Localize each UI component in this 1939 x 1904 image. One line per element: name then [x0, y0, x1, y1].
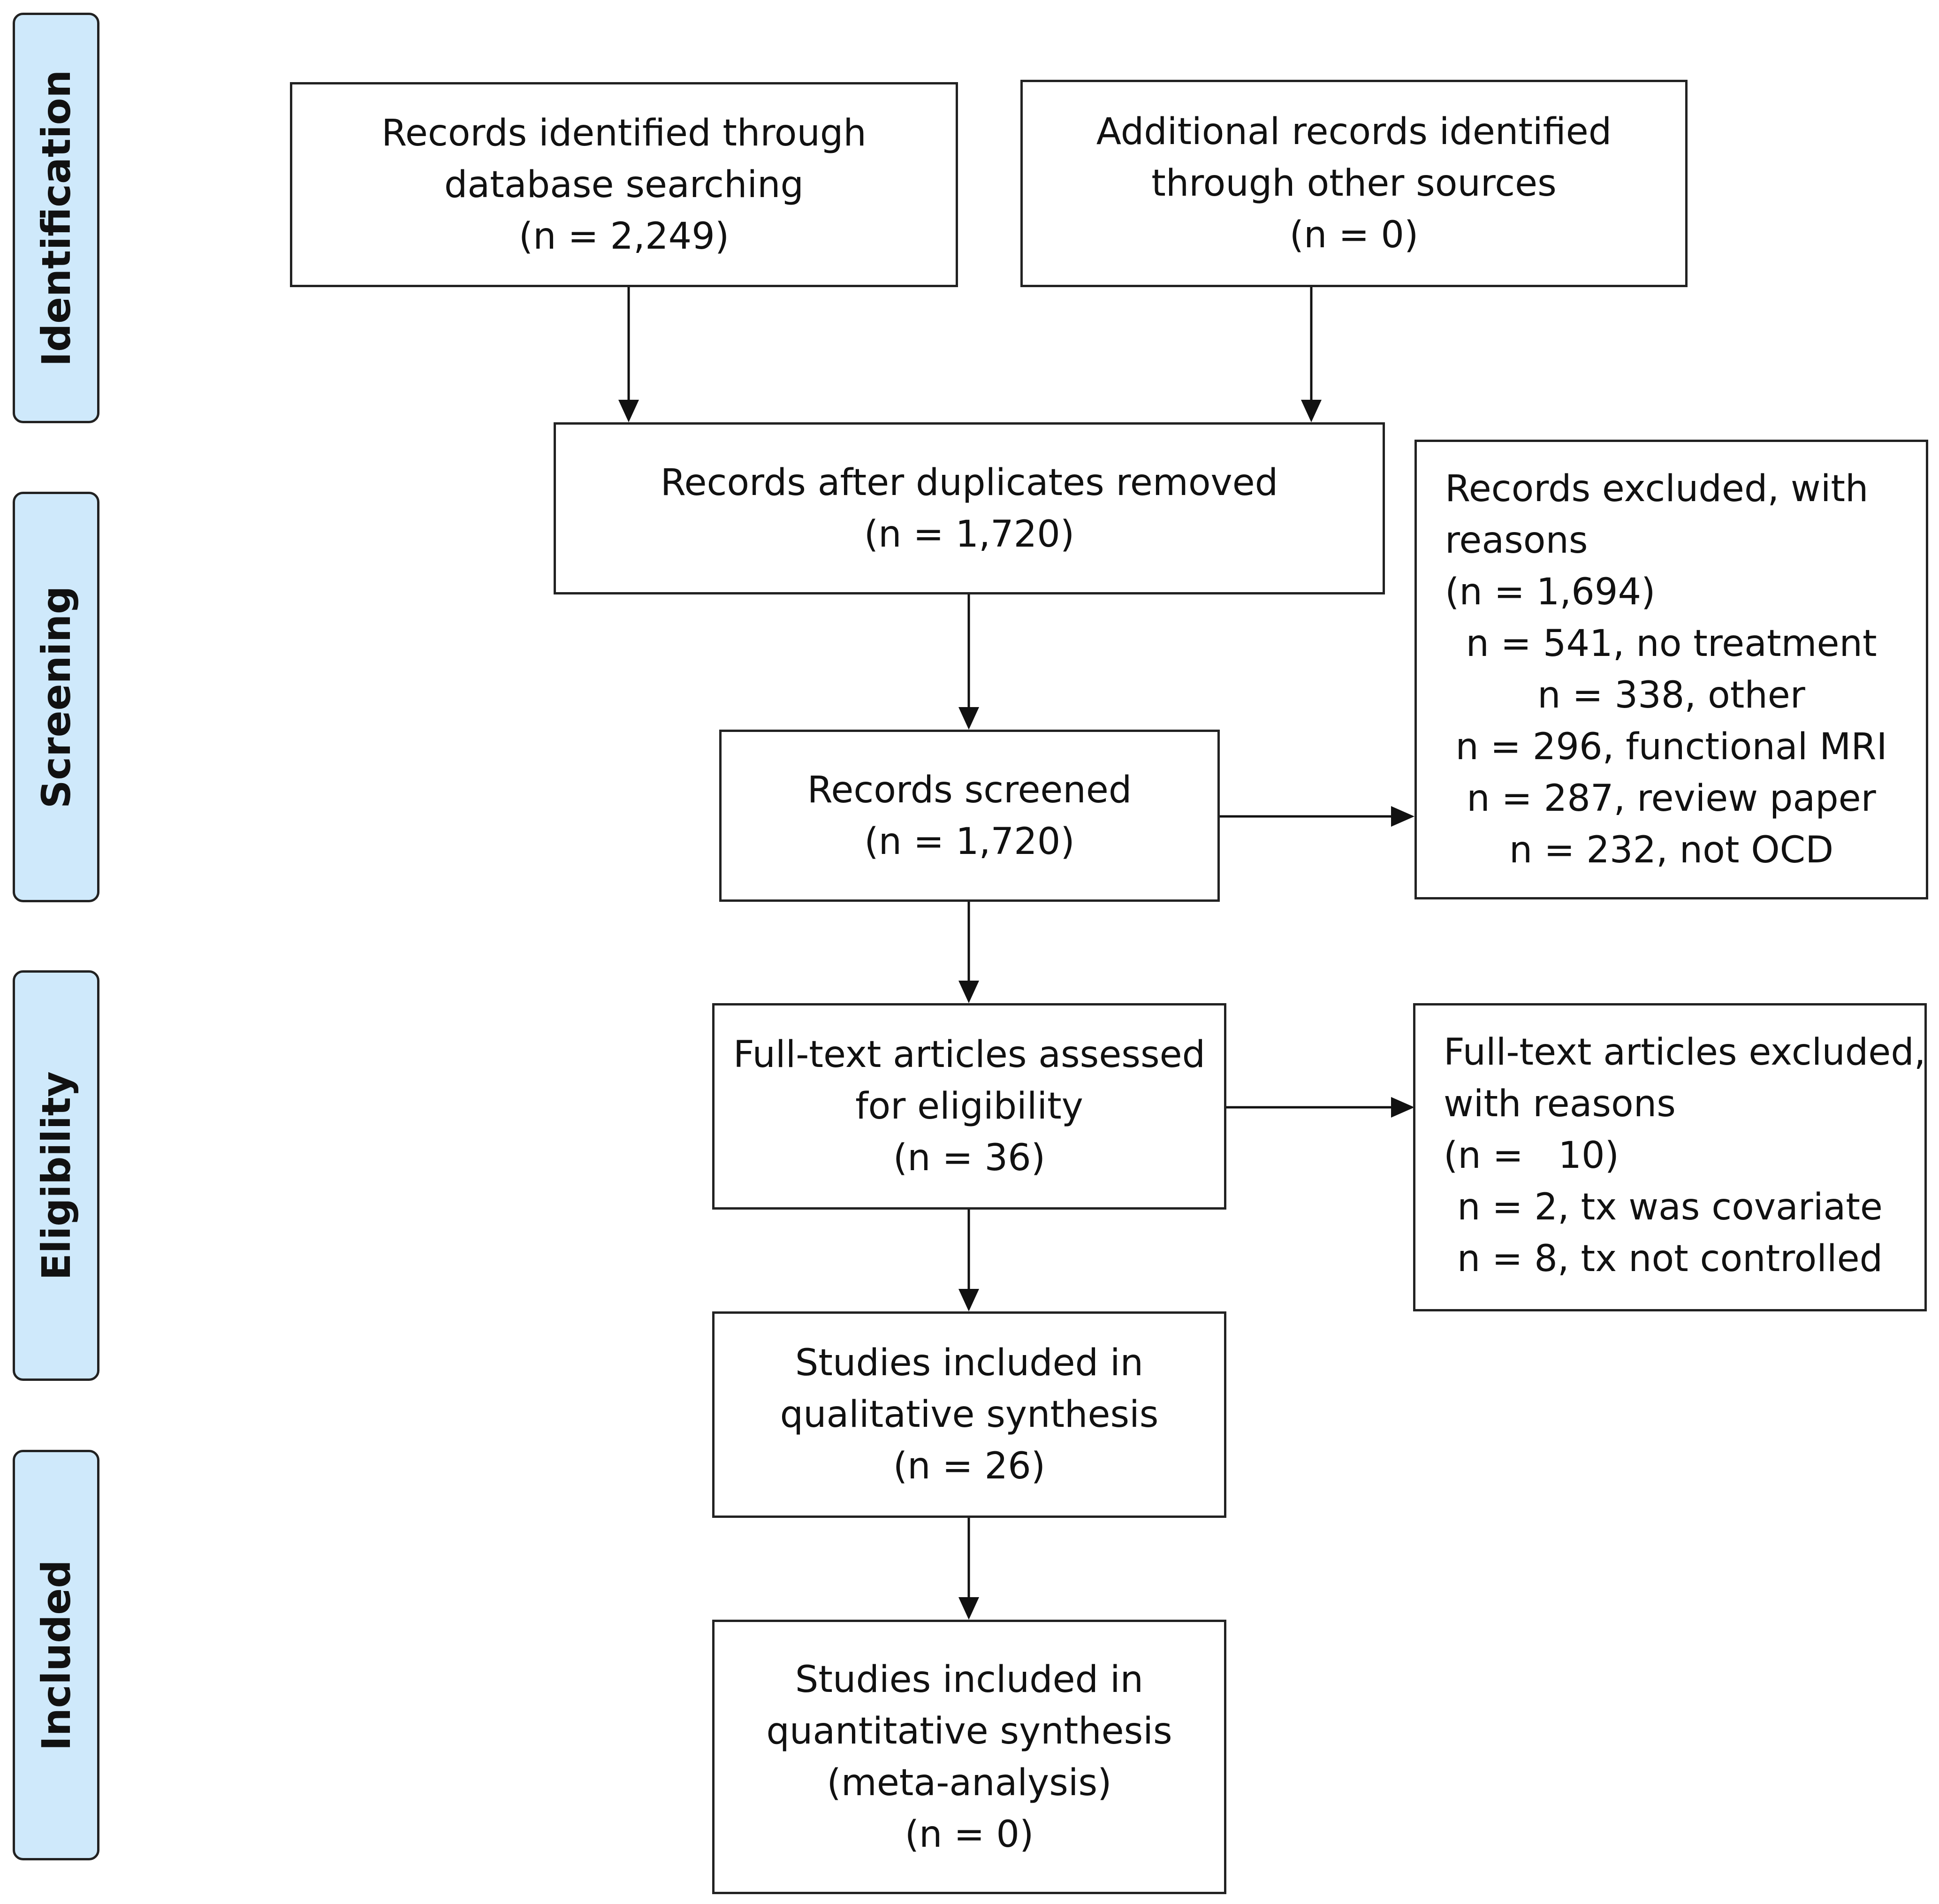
excluded-reason: n = 338, other [1537, 674, 1805, 716]
quantitative-line-2: quantitative synthesis [766, 1710, 1172, 1752]
box-fulltext-excluded: Full-text articles excluded, with reason… [1413, 1003, 1927, 1311]
phase-included: Included [13, 1450, 99, 1860]
fulltext-line-1: Full-text articles assessed [733, 1034, 1206, 1076]
fulltext-line-2: for eligibility [855, 1085, 1083, 1127]
box-records-screened: Records screened (n = 1,720) [719, 730, 1220, 902]
excluded-header-2: reasons [1445, 519, 1588, 562]
excluded-reason: n = 232, not OCD [1509, 829, 1834, 871]
fulltext-excluded-reason: n = 2, tx was covariate [1457, 1186, 1883, 1228]
quantitative-line-3: (meta-analysis) [827, 1761, 1112, 1804]
phase-identification: Identification [13, 13, 99, 423]
records-screened-count: (n = 1,720) [864, 820, 1075, 863]
excluded-reason: n = 541, no treatment [1466, 623, 1877, 665]
box-records-excluded: Records excluded, with reasons (n = 1,69… [1414, 440, 1928, 899]
after-duplicates-count: (n = 1,720) [864, 513, 1075, 556]
records-screened-line-1: Records screened [807, 769, 1132, 811]
qualitative-line-1: Studies included in [795, 1342, 1144, 1384]
box-fulltext-assessed: Full-text articles assessed for eligibil… [712, 1003, 1226, 1210]
box-database-search: Records identified through database sear… [290, 82, 958, 287]
phase-screening: Screening [13, 492, 99, 902]
fulltext-count: (n = 36) [893, 1137, 1046, 1179]
after-duplicates-line-1: Records after duplicates removed [660, 461, 1278, 504]
excluded-reasons: n = 541, no treatment n = 338, other n =… [1417, 618, 1926, 876]
box-quantitative-synthesis: Studies included in quantitative synthes… [712, 1620, 1226, 1894]
other-sources-line-2: through other sources [1151, 162, 1557, 205]
excluded-count: (n = 1,694) [1445, 571, 1656, 613]
db-search-line-1: Records identified through [381, 112, 867, 154]
db-search-line-2: database searching [444, 163, 804, 206]
excluded-header-1: Records excluded, with [1445, 468, 1869, 510]
excluded-reason: n = 287, review paper [1467, 777, 1876, 820]
fulltext-excluded-header-2: with reasons [1444, 1083, 1676, 1125]
excluded-reason: n = 296, functional MRI [1455, 726, 1887, 768]
db-search-count: (n = 2,249) [518, 215, 730, 258]
quantitative-line-1: Studies included in [795, 1658, 1144, 1701]
fulltext-excluded-reason: n = 8, tx not controlled [1457, 1238, 1883, 1280]
qualitative-line-2: qualitative synthesis [780, 1394, 1159, 1436]
other-sources-line-1: Additional records identified [1096, 111, 1612, 153]
phase-eligibility: Eligibility [13, 970, 99, 1381]
quantitative-count: (n = 0) [905, 1813, 1034, 1856]
fulltext-excluded-count: (n = 10) [1444, 1135, 1620, 1177]
box-qualitative-synthesis: Studies included in qualitative synthesi… [712, 1311, 1226, 1518]
fulltext-excluded-header-1: Full-text articles excluded, [1444, 1031, 1926, 1074]
box-after-duplicates: Records after duplicates removed (n = 1,… [554, 422, 1385, 594]
other-sources-count: (n = 0) [1289, 214, 1419, 256]
qualitative-count: (n = 26) [893, 1445, 1046, 1487]
fulltext-excluded-reasons: n = 2, tx was covariate n = 8, tx not co… [1415, 1181, 1924, 1285]
box-other-sources: Additional records identified through ot… [1020, 80, 1688, 287]
